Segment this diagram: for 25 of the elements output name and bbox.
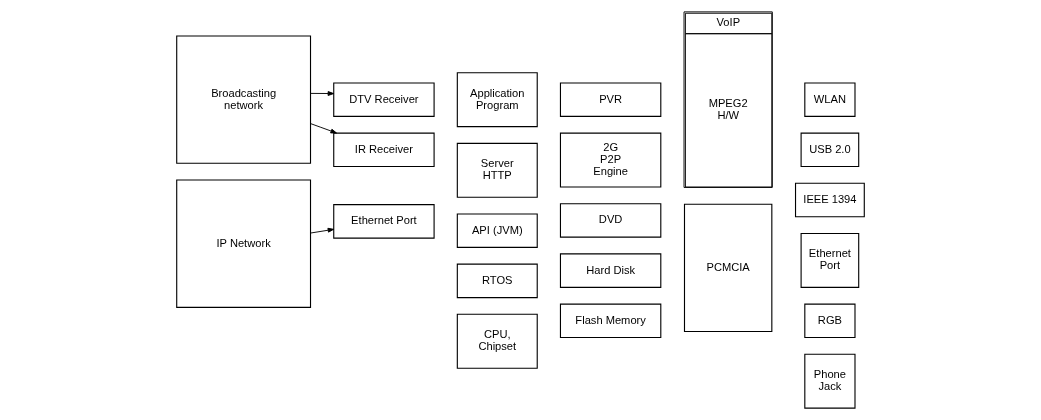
node-box: RGB (804, 303, 856, 339)
arrow (310, 123, 337, 134)
node-box: Server HTTP (456, 142, 538, 198)
node-box: DVD (559, 203, 662, 238)
node-box: Phone Jack (804, 353, 856, 409)
node-box: Ethernet Port (333, 204, 435, 239)
node-box: Broadcasting network (176, 35, 312, 164)
node-box: PVR (559, 82, 662, 117)
node-box: DTV Receiver (333, 82, 435, 117)
node-box: Hard Disk (559, 253, 662, 288)
node-box: 2G P2P Engine (559, 132, 662, 188)
node-box: IP Network (176, 179, 312, 308)
node-box: Flash Memory (559, 303, 662, 339)
node-box: PCMCIA (683, 203, 773, 333)
node-box: IEEE 1394 (794, 182, 865, 218)
node-box: RTOS (456, 263, 538, 299)
node-box: Ethernet Port (800, 232, 860, 288)
node-box: Application Program (456, 72, 538, 128)
arrow (310, 91, 335, 96)
node-box: API (JVM) (456, 213, 538, 248)
arrow (310, 227, 335, 234)
node-box: WLAN (804, 82, 856, 117)
node-box: IR Receiver (333, 132, 435, 168)
node-box: CPU, Chipset (456, 313, 538, 369)
node-box: USB 2.0 (800, 132, 860, 168)
